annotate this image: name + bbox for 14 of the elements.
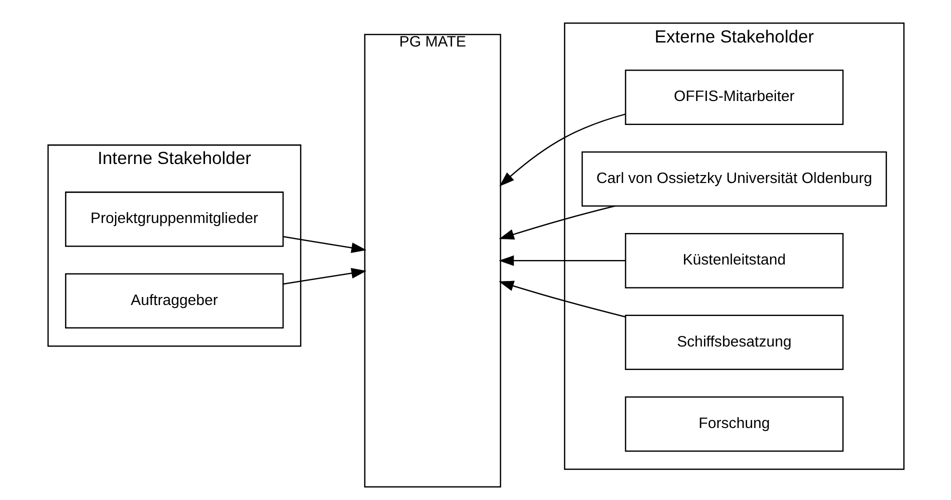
arrow (498, 255, 625, 266)
arrow (498, 114, 625, 186)
arrow (498, 205, 615, 240)
node-box: Auftraggeber (64, 273, 284, 329)
arrow (282, 236, 366, 253)
arrow (282, 268, 366, 285)
node-box: PG MATE (364, 34, 501, 488)
node-box: Forschung (624, 396, 844, 452)
node-box: Carl von Ossietzky Universität Oldenburg (581, 151, 886, 207)
node-box: Küstenleitstand (624, 233, 844, 288)
arrow (498, 280, 626, 318)
node-box: Projektgruppenmitglieder (64, 192, 284, 247)
node-box: Schiffsbesatzung (624, 314, 844, 370)
node-box: OFFIS-Mitarbeiter (624, 70, 844, 125)
